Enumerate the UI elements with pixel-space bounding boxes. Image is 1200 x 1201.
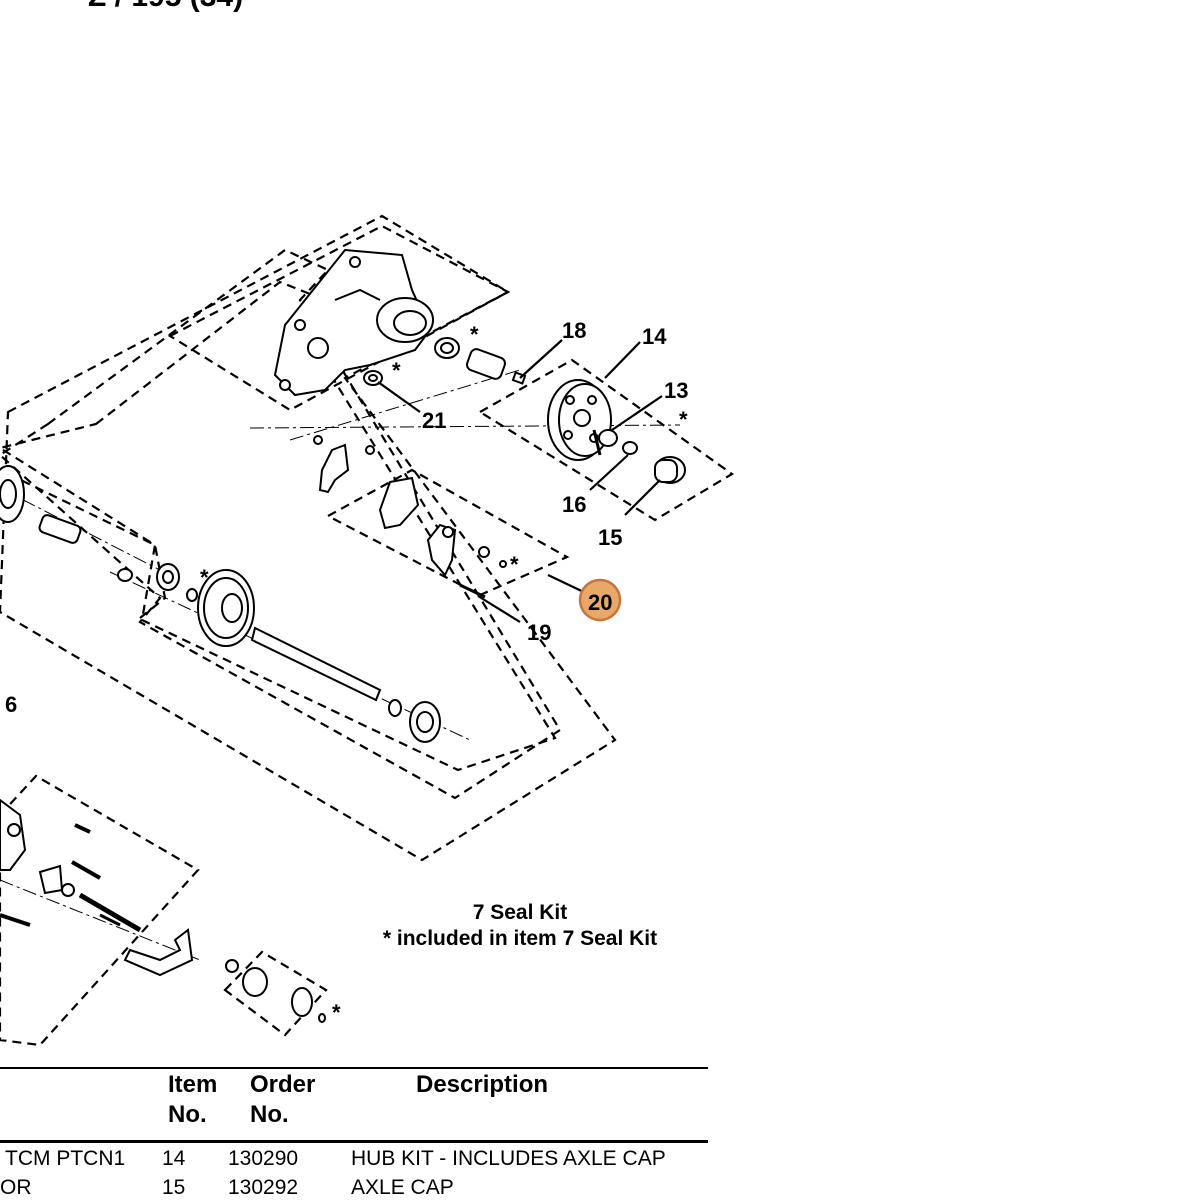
column-header-order: Order No. [250,1071,316,1128]
cell-item: 14 [162,1147,186,1170]
column-header-item: Item No. [168,1071,218,1128]
seal-kit-title: 7 Seal Kit [472,901,568,924]
cell-description: HUB KIT - INCLUDES AXLE CAP [351,1147,666,1170]
table-header-rule [0,1140,708,1143]
callout-20-highlight[interactable] [578,578,622,622]
brake-linkage [313,435,507,599]
callout-21: 21 [422,408,446,433]
hub-wheel [547,379,686,484]
boundary-gear-kit [223,950,328,1037]
column-header-description: Description [416,1071,549,1098]
gear-train [0,465,441,743]
star-marker: * [510,552,519,577]
callout-18: 18 [562,318,586,343]
kit-boundaries [0,214,735,1047]
star-marker: * [392,358,401,383]
cell-item: 15 [162,1176,186,1199]
seals [363,337,527,386]
star-marker: * [332,1000,341,1025]
boundary-gear-cluster [0,469,167,619]
boundary-inner-1 [0,248,562,800]
cell-order: 130292 [228,1176,299,1199]
cell-description: AXLE CAP [351,1176,454,1199]
pump-assembly [0,798,326,1023]
callout-19: 19 [527,620,551,645]
partial-title: Z / 195 (34) [88,0,243,13]
callout-15: 15 [598,525,622,550]
callout-16: 16 [562,492,586,517]
star-marker: * [679,407,688,432]
boundary-main-assembly [0,214,617,862]
callout-labels: 18 14 13 21 16 15 20 19 6 [5,318,688,717]
transmission-housing [273,248,434,397]
boundary-brake-kit [325,468,570,597]
callout-13: 13 [664,378,688,403]
callout-6: 6 [5,692,17,717]
seal-kit-markers: * * * * * * [200,322,688,1025]
star-marker: * [470,322,479,347]
star-marker: * [200,565,209,590]
seal-kit-note: * included in item 7 Seal Kit [382,927,658,950]
cell-order: 130290 [228,1147,299,1170]
cell-ref: OR [0,1176,32,1199]
boundary-pump [0,774,200,1047]
cell-ref: TCM PTCN1 [5,1147,126,1170]
leader-lines [377,339,663,623]
callout-14: 14 [642,324,667,349]
boundary-hub-kit [477,358,735,522]
boundary-inner-2 [0,280,557,772]
table-top-rule [0,1067,708,1069]
callout-20: 20 [588,590,612,615]
boundary-housing [167,224,511,412]
